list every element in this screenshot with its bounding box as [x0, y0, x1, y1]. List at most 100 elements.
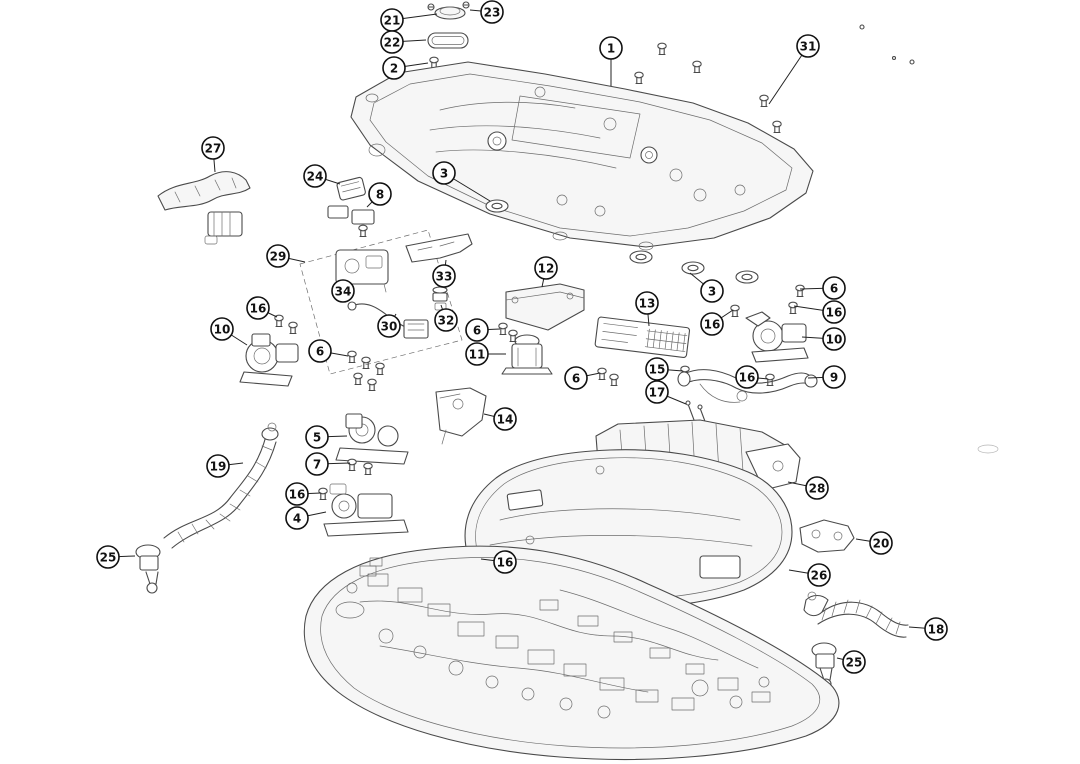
callout-circle: [534, 256, 558, 280]
callout-label: 1: [607, 42, 615, 56]
callout-label: 28: [809, 482, 826, 496]
callout-16-19: 16: [822, 300, 846, 324]
callout-17-31: 17: [645, 380, 669, 404]
callout-circle: [493, 550, 517, 574]
callout-10-21: 10: [822, 327, 846, 351]
callout-circle: [308, 339, 332, 363]
callout-circle: [331, 279, 355, 303]
part-19-hose: [163, 422, 279, 549]
callout-label: 16: [250, 302, 267, 316]
callout-6-24: 6: [465, 318, 489, 342]
callout-33-11: 33: [432, 264, 456, 288]
callout-3-9: 3: [432, 161, 456, 185]
callout-label: 23: [484, 6, 501, 20]
callout-label: 17: [649, 386, 666, 400]
callout-9-29: 9: [822, 365, 846, 389]
callout-6-30: 6: [564, 366, 588, 390]
callout-circle: [432, 264, 456, 288]
part-11-mount: [501, 334, 553, 375]
callout-label: 33: [436, 270, 453, 284]
callout-circle: [377, 314, 401, 338]
callout-label: 16: [289, 488, 306, 502]
callout-circle: [822, 300, 846, 324]
callout-13-14: 13: [635, 291, 659, 315]
group-29-kit: [299, 229, 473, 375]
part-filler-cap: [427, 1, 470, 20]
callout-circle: [380, 30, 404, 54]
callout-label: 20: [873, 537, 890, 551]
callout-circle: [924, 617, 948, 641]
callout-label: 6: [473, 324, 481, 338]
callout-circle: [480, 0, 504, 24]
callout-15-27: 15: [645, 357, 669, 381]
callout-label: 6: [316, 345, 324, 359]
callout-label: 30: [381, 320, 398, 334]
callout-25-44: 25: [842, 650, 866, 674]
part-10-pump-left: [239, 314, 299, 387]
callout-label: 2: [390, 62, 398, 76]
callout-29-10: 29: [266, 244, 290, 268]
callout-label: 16: [826, 306, 843, 320]
callout-label: 24: [307, 170, 324, 184]
callout-label: 4: [293, 512, 301, 526]
part-12-bracket: [505, 283, 585, 331]
callout-circle: [465, 318, 489, 342]
callout-11-25: 11: [465, 342, 489, 366]
callout-circle: [432, 161, 456, 185]
callout-16-37: 16: [285, 482, 309, 506]
part-bottom-tray: [303, 545, 840, 761]
callout-circle: [805, 476, 829, 500]
callout-circle: [434, 308, 458, 332]
callout-1-4: 1: [599, 36, 623, 60]
callout-5-33: 5: [305, 425, 329, 449]
callout-circle: [368, 182, 392, 206]
callout-label: 6: [572, 372, 580, 386]
callout-label: 10: [214, 323, 231, 337]
callout-24-7: 24: [303, 164, 327, 188]
part-gasket: [427, 32, 469, 49]
callout-16-18: 16: [700, 312, 724, 336]
callout-label: 25: [846, 656, 863, 670]
callout-circle: [493, 407, 517, 431]
callout-circle: [645, 380, 669, 404]
callout-circle: [305, 452, 329, 476]
callout-label: 3: [440, 167, 448, 181]
callout-circle: [285, 506, 309, 530]
callout-21-0: 21: [380, 8, 404, 32]
callout-label: 3: [708, 285, 716, 299]
callout-circle: [266, 244, 290, 268]
part-14-bracket: [435, 387, 487, 445]
callout-label: 19: [210, 460, 227, 474]
callout-30-22: 30: [377, 314, 401, 338]
callout-label: 32: [438, 314, 455, 328]
callout-circle: [635, 291, 659, 315]
callout-label: 8: [376, 188, 384, 202]
callout-23-1: 23: [480, 0, 504, 24]
callout-circle: [382, 56, 406, 80]
callout-circle: [96, 545, 120, 569]
callout-6-16: 6: [822, 276, 846, 300]
callout-circle: [465, 342, 489, 366]
part-10-pump-right: [745, 311, 809, 363]
part-13-fuse-block: [594, 316, 691, 358]
callout-circle: [303, 164, 327, 188]
part-5-pump: [335, 413, 409, 476]
callout-circle: [700, 312, 724, 336]
callout-label: 16: [704, 318, 721, 332]
callout-28-35: 28: [805, 476, 829, 500]
callout-label: 31: [800, 40, 817, 54]
callout-circle: [822, 327, 846, 351]
callout-circle: [210, 317, 234, 341]
exploded-diagram-artwork: [135, 1, 999, 761]
callout-circle: [735, 365, 759, 389]
callout-25-40: 25: [96, 545, 120, 569]
callout-label: 13: [639, 297, 656, 311]
callout-8-8: 8: [368, 182, 392, 206]
callout-14-32: 14: [493, 407, 517, 431]
callout-label: 16: [497, 556, 514, 570]
callout-34-12: 34: [331, 279, 355, 303]
callout-32-23: 32: [434, 308, 458, 332]
